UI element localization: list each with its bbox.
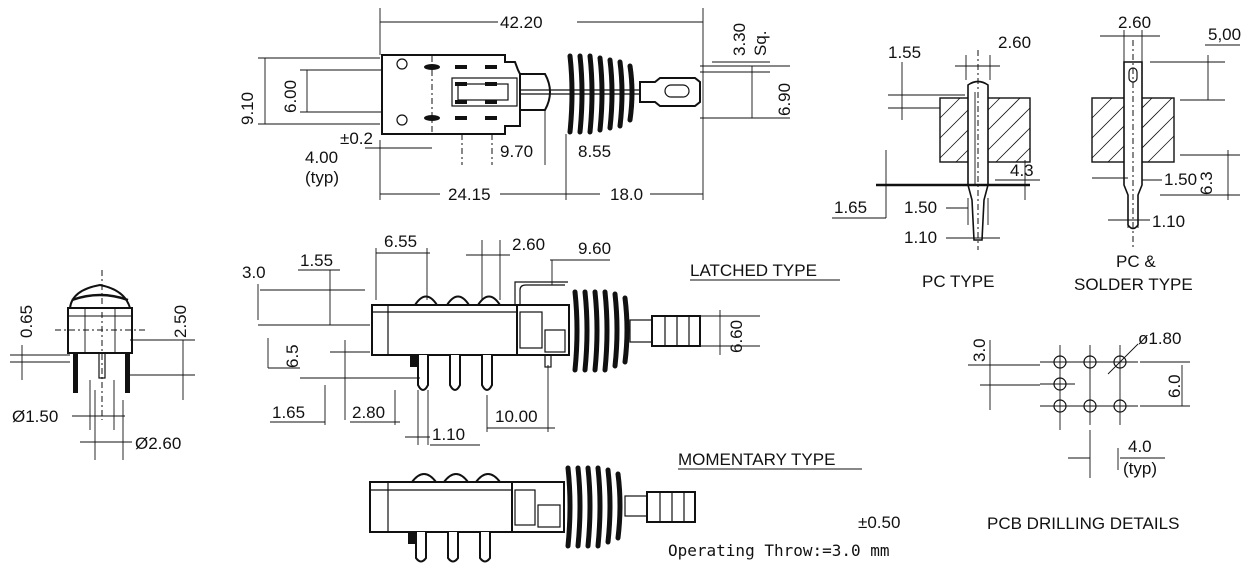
dim-6-90: 6.90 [775,83,794,116]
dim-pcb-6-0: 6.0 [1165,374,1184,398]
top-spring [567,53,635,135]
dim-tol-0-2: ±0.2 [340,129,373,148]
dim-d1-50: Ø1.50 [12,407,58,426]
dim-3-0: 3.0 [242,263,266,282]
throw-tolerance: ±0.50 [858,513,900,532]
pc-type-detail: 1.55 2.60 4.3 1.65 1.50 1.10 PC TYPE [832,33,1040,291]
dim-pc-1-55: 1.55 [888,43,921,62]
dim-6-60: 6.60 [727,320,746,353]
dim-9-10: 9.10 [238,92,257,125]
dim-pc-4-3: 4.3 [1010,161,1034,180]
dim-2-50: 2.50 [171,305,190,338]
dim-6-55: 6.55 [384,232,417,251]
dim-10-00: 10.00 [495,407,538,426]
dim-42-20: 42.20 [500,13,543,32]
dim-pcb-3-0: 3.0 [970,338,989,362]
latched-view: LATCHED TYPE 6.55 [242,232,840,446]
dim-ps-6-3: 6.3 [1197,171,1216,195]
top-view: 42.20 3.30 Sq. 9.10 6.00 [238,8,794,204]
latched-type-label: LATCHED TYPE [690,261,817,280]
dim-pcb-4-0: 4.0 [1128,437,1152,456]
dim-4-00: 4.00 [305,148,338,167]
momentary-spring [565,465,623,549]
dim-pc-1-10: 1.10 [904,228,937,247]
dim-pc-1-65: 1.65 [834,198,867,217]
dim-sq: Sq. [751,30,770,56]
dim-pcb-typ: (typ) [1123,459,1157,478]
dim-pc-1-50: 1.50 [904,198,937,217]
pc-solder-label-2: SOLDER TYPE [1074,275,1193,294]
dim-1-65-latched: 1.65 [272,403,305,422]
dim-0-65: 0.65 [17,305,36,338]
dim-pcb-d1-80: ø1.80 [1138,329,1181,348]
momentary-view: MOMENTARY TYPE [369,450,862,563]
dim-6-5: 6.5 [283,344,302,368]
dim-1-55: 1.55 [300,251,333,270]
dim-ps-1-50: 1.50 [1164,170,1197,189]
dim-4-00-typ: (typ) [305,168,339,187]
dim-ps-2-60: 2.60 [1118,13,1151,32]
dim-9-60: 9.60 [578,239,611,258]
dim-18-0: 18.0 [610,185,643,204]
pc-solder-label-1: PC & [1116,252,1156,271]
latched-spring [572,289,630,373]
dim-6-00: 6.00 [281,80,300,113]
operating-throw-note: Operating Throw:=3.0 mm [668,541,890,560]
pc-type-label: PC TYPE [922,272,994,291]
dim-8-55: 8.55 [578,142,611,161]
dim-1-10-latched: 1.10 [432,425,465,444]
dim-ps-1-10: 1.10 [1152,212,1185,231]
dim-2-60-latched: 2.60 [512,235,545,254]
dim-2-80: 2.80 [352,403,385,422]
dim-9-70: 9.70 [500,142,533,161]
dim-ps-5-00: 5,00 [1208,25,1241,44]
pc-solder-detail: 2.60 5,00 6.3 1.50 1.10 PC & SOLDER TYPE [1074,13,1241,294]
dim-24-15: 24.15 [448,185,491,204]
end-view: 0.65 2.50 Ø1.50 Ø2.60 [10,270,195,460]
pcb-drilling-label: PCB DRILLING DETAILS [987,514,1179,533]
dim-3-30: 3.30 [730,23,749,56]
dim-d2-60: Ø2.60 [135,434,181,453]
pcb-drilling-detail: ø1.80 3.0 6.0 4.0 (typ) PCB DRILLING DET… [968,329,1190,533]
dim-pc-2-60: 2.60 [998,33,1031,52]
momentary-type-label: MOMENTARY TYPE [678,450,835,469]
